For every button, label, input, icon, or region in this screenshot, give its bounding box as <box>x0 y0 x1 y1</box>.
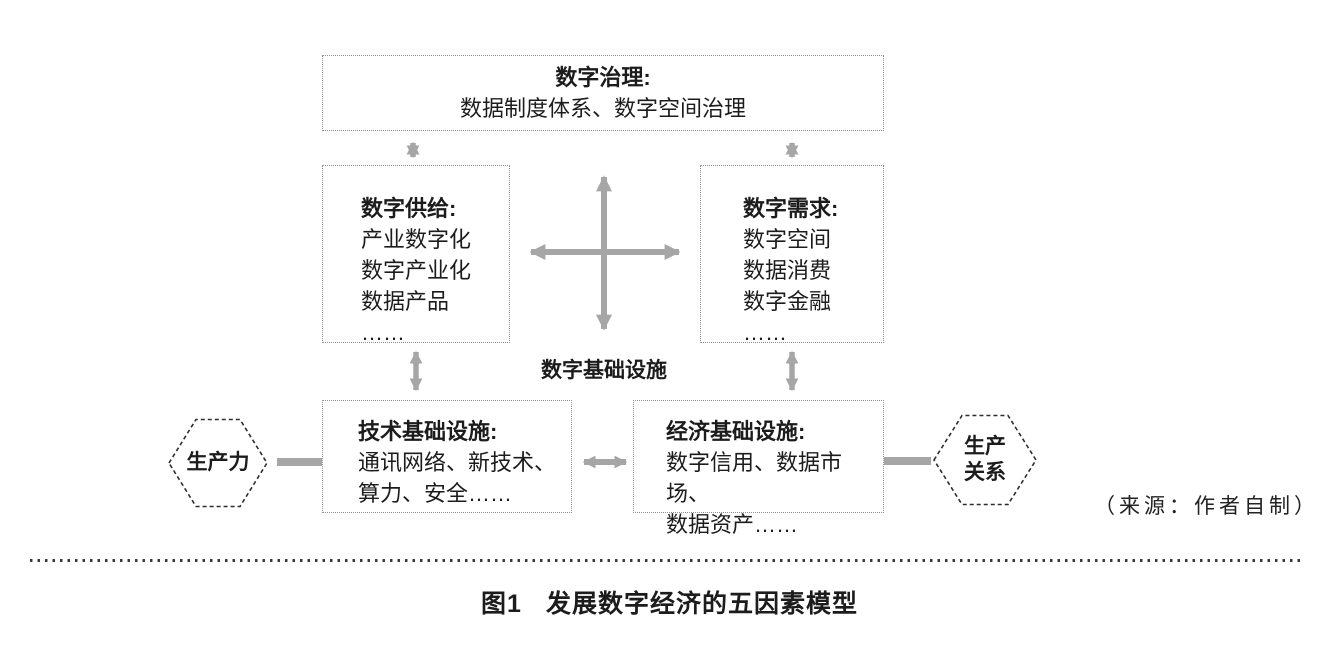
source-note: （来源：作者自制） <box>1094 494 1319 518</box>
figure-caption-title: 发展数字经济的五因素模型 <box>545 590 858 618</box>
hexagon-outline <box>168 418 268 508</box>
relations-label-line: 关系 <box>964 461 1006 484</box>
econ-infra-box-line: 数据资产…… <box>666 512 799 537</box>
tech-infra-box-line: 通讯网络、新技术、 <box>358 450 557 475</box>
econ-infra-box-line: 数字信用、数据市场、 <box>666 450 843 506</box>
demand-box-item: 数据消费 <box>743 258 832 283</box>
relations-label-line: 生产 <box>964 435 1006 458</box>
productivity-label: 生产力 <box>186 451 250 474</box>
governance-box-body: 数据制度体系、数字空间治理 <box>459 96 746 121</box>
demand-box-item: 数字金融 <box>743 289 832 314</box>
demand-box: 数字需求: 数字空间 数据消费 数字金融 …… <box>700 165 884 345</box>
productivity-hexagon: 生产力 <box>168 418 268 508</box>
dotted-divider <box>30 559 1302 562</box>
tech-infra-box-line: 算力、安全…… <box>358 481 513 506</box>
demand-box-item: 数字空间 <box>743 227 832 252</box>
econ-infra-box: 经济基础设施: 数字信用、数据市场、 数据资产…… <box>633 400 884 537</box>
supply-box-item: 数字产业化 <box>361 258 472 283</box>
supply-box-title: 数字供给: <box>361 196 457 221</box>
relations-hexagon: 生产 关系 <box>933 414 1037 506</box>
supply-box-item: 数据产品 <box>361 289 450 314</box>
governance-box-title: 数字治理: <box>555 65 651 90</box>
hexagon-outline <box>933 414 1037 506</box>
tech-infra-box: 技术基础设施: 通讯网络、新技术、 算力、安全…… <box>322 400 572 513</box>
supply-box-item: 产业数字化 <box>361 227 472 252</box>
figure-caption: 图1 发展数字经济的五因素模型 <box>0 584 1339 620</box>
infrastructure-label: 数字基础设施 <box>541 359 667 382</box>
governance-box: 数字治理: 数据制度体系、数字空间治理 <box>322 55 884 131</box>
tech-infra-box-title: 技术基础设施: <box>358 419 498 444</box>
supply-box: 数字供给: 产业数字化 数字产业化 数据产品 …… <box>322 165 510 345</box>
figure-caption-label: 图1 <box>481 590 522 618</box>
econ-infra-box-title: 经济基础设施: <box>666 419 806 444</box>
relations-label: 生产 关系 <box>933 414 1037 506</box>
supply-box-item: …… <box>361 320 405 345</box>
demand-box-item: …… <box>743 320 787 345</box>
demand-box-title: 数字需求: <box>743 196 839 221</box>
